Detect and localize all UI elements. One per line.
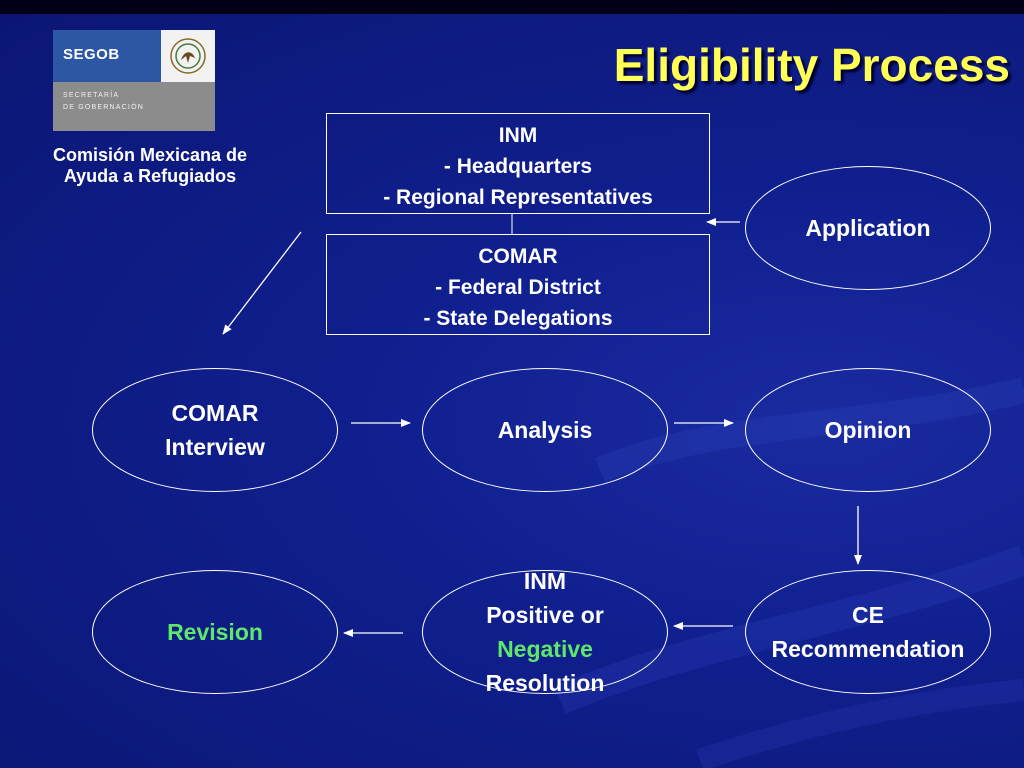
node-analysis: Analysis <box>422 368 668 492</box>
comar-box-line3: - State Delegations <box>423 307 613 330</box>
node-application-label: Application <box>805 215 931 241</box>
inm-box-line1: INM <box>498 124 538 147</box>
node-analysis-label: Analysis <box>497 417 593 443</box>
organization-name: Comisión Mexicana de Ayuda a Refugiados <box>20 145 280 187</box>
inm-box-line3: - Regional Representatives <box>383 186 653 209</box>
node-resolution-line2: Positive or <box>486 602 604 628</box>
node-resolution-line1: INM <box>523 568 567 594</box>
node-revision-label: Revision <box>167 619 263 645</box>
node-opinion: Opinion <box>745 368 991 492</box>
comar-box-line1: COMAR <box>478 245 558 268</box>
comar-box: COMAR - Federal District - State Delegat… <box>326 234 710 335</box>
node-ce-line2: Recommendation <box>771 636 965 662</box>
node-comar-interview: COMAR Interview <box>92 368 338 492</box>
node-resolution-line4: Resolution <box>485 670 605 696</box>
logo-subtitle-line1: SECRETARÍA <box>63 92 120 99</box>
node-inm-resolution: INM Positive or Negative Resolution <box>422 568 668 696</box>
logo-subtitle-line2: DE GOBERNACIÓN <box>63 104 144 111</box>
node-ce-line1: CE <box>852 602 884 628</box>
top-band <box>0 0 1024 14</box>
eagle-seal-icon <box>161 30 215 82</box>
logo-name: SEGOB <box>63 46 120 63</box>
organization-line1: Comisión Mexicana de <box>52 145 248 165</box>
node-revision: Revision <box>92 570 338 694</box>
inm-box-line2: - Headquarters <box>443 155 593 178</box>
node-opinion-label: Opinion <box>824 417 912 443</box>
page-title: Eligibility Process <box>613 39 1010 91</box>
comar-box-line2: - Federal District <box>435 276 601 299</box>
organization-line2: Ayuda a Refugiados <box>63 166 237 186</box>
node-application: Application <box>745 166 991 290</box>
inm-box: INM - Headquarters - Regional Representa… <box>326 113 710 214</box>
arrow-box-to-interview <box>222 231 302 335</box>
node-resolution-line3: Negative <box>497 636 593 662</box>
segob-logo: SEGOB SECRETARÍA DE GOBERNACIÓN <box>53 30 215 131</box>
node-comar-interview-line1: COMAR <box>171 400 259 426</box>
node-comar-interview-line2: Interview <box>165 434 265 460</box>
node-ce-recommendation: CE Recommendation <box>745 570 991 694</box>
